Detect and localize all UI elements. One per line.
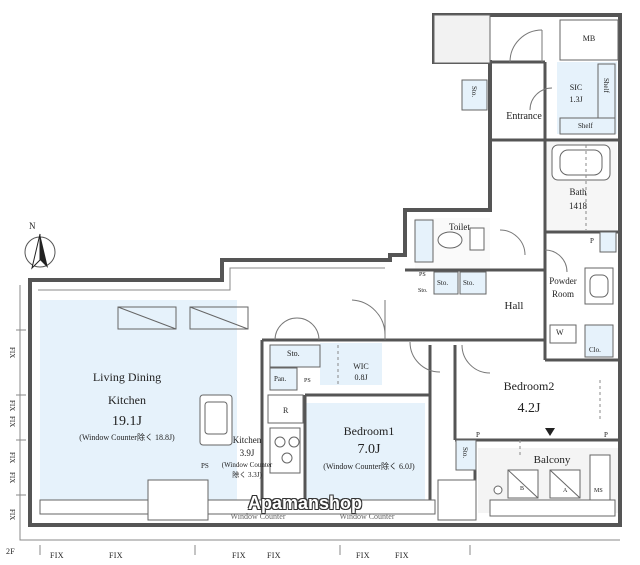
kitchen-label: Kitchen [232,435,262,445]
toilet-label: Toilet [449,222,470,232]
bedroom1-fill [305,403,425,500]
side-ticks [16,329,471,555]
fix-label-left-6: FIX [8,509,16,521]
clo-label: Clo. [589,346,601,354]
sto-label-hall-2: Sto. [463,279,475,287]
sto-label-small: Sto. [418,288,428,294]
ldk-label-1: Living Dining [92,370,162,384]
kitchen-note-1: (Window Counter [221,461,273,469]
fix-label-bottom-4: FIX [267,551,281,560]
floor-label: 2F [6,547,16,556]
ldk-skylights [117,306,249,330]
ps-label-hall: PS [419,272,426,278]
r-label: R [283,406,289,415]
fixtures [269,63,617,471]
fix-label-left-1: FIX [8,347,16,359]
sto-label-bedroom1: Sto. [461,447,469,459]
kitchen-area: 3.9J [239,448,255,458]
ps-label-ldk: PS [201,462,209,470]
window-counter-label-right: Window Counter [339,512,395,521]
fix-label-left-4: FIX [8,452,16,464]
sto-label-hall-1: Sto. [437,279,449,287]
ms-label: MS [594,488,603,494]
w-label: W [556,328,564,337]
p-label-bath: P [590,237,594,245]
p-label-balcony-left: P [476,431,480,439]
ldk-note: (Window Counter除く 18.8J) [79,433,175,442]
outer-walls [28,13,622,527]
bedroom1-note: (Window Counter除く 6.0J) [323,462,415,471]
kitchen-note-2: 除く 3.3J) [232,471,262,479]
fix-label-bottom-1: FIX [50,551,64,560]
fix-label-bottom-6: FIX [395,551,409,560]
wic-label: WIC [353,362,369,371]
lobby-block [433,14,491,64]
bedroom2-label: Bedroom2 [503,379,555,393]
compass-north-label: N [29,221,36,231]
powder-room-label-1: Powder [549,276,577,286]
sic-label: SIC [569,83,583,92]
ldk-area: 19.1J [112,414,142,429]
fix-label-bottom-5: FIX [356,551,370,560]
window-counter-label-left: Window Counter [230,512,286,521]
compass-icon [24,233,56,270]
fix-label-bottom-3: FIX [232,551,246,560]
hall-label: Hall [504,300,524,312]
ps-label-kitchen: PS [304,378,311,384]
fix-label-bottom-2: FIX [109,551,123,560]
bedroom2-area: 4.2J [517,401,541,416]
sic-area: 1.3J [569,95,583,104]
balcony-units [493,454,611,501]
bath-label: Bath [569,187,587,197]
mb-label: MB [582,34,596,43]
a-label: A [563,488,568,494]
sto-label-entrance: Sto. [470,86,478,98]
inner-outline [19,267,620,541]
fix-label-left-3: FIX [8,416,16,428]
bedroom1-label: Bedroom1 [343,424,395,438]
watermark-logo: Apamanshop [248,493,363,513]
balcony-label: Balcony [533,454,571,466]
shelf-label-bottom: Shelf [578,122,593,130]
wic-area: 0.8J [354,373,368,382]
shelf-label-side: Shelf [602,78,610,93]
sto-label-kitchen: Sto. [287,349,300,358]
wic-fill [320,343,382,385]
p-label-balcony-right: P [604,431,608,439]
door-swings [274,29,568,374]
arrow-marker-icon [545,428,555,436]
entrance-label: Entrance [506,111,542,122]
b-label: B [520,486,525,492]
powder-room-label-2: Room [551,289,575,299]
fix-label-left-2: FIX [8,400,16,412]
ldk-label-2: Kitchen [108,393,146,407]
dashed-lines [337,145,601,455]
pan-label: Pan. [274,375,287,383]
window-counters [39,479,616,521]
bath-fixtures [199,144,614,474]
bedroom1-area: 7.0J [357,442,381,457]
bath-size: 1418 [569,201,587,211]
fix-label-left-5: FIX [8,472,16,484]
mb-box [559,19,619,61]
